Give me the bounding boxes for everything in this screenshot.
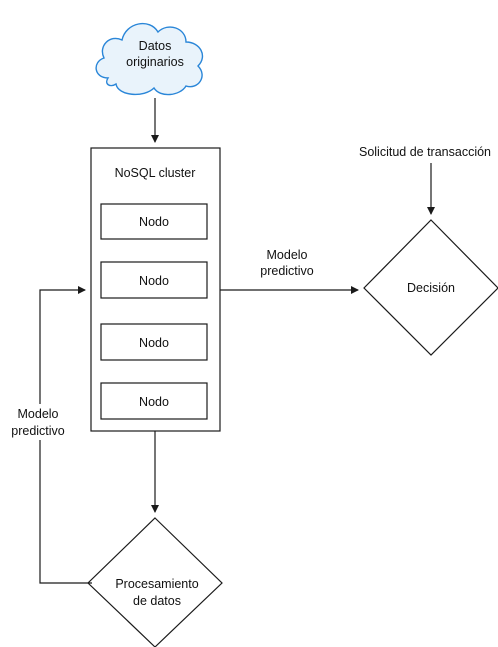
data-source-cloud: Datos originarios	[95, 22, 204, 96]
model-label-right-line2: predictivo	[260, 264, 314, 278]
model-label-left-line2: predictivo	[11, 424, 65, 438]
cloud-label-line2: originarios	[126, 55, 184, 69]
processing-shape	[87, 517, 223, 647]
node-box	[100, 382, 208, 420]
cloud-label-line1: Datos	[139, 39, 172, 53]
node-label: Nodo	[139, 215, 169, 229]
model-label-left-line1: Modelo	[18, 407, 59, 421]
node-label: Nodo	[139, 336, 169, 350]
node-box	[100, 323, 208, 361]
decision-diamond: Decisión	[363, 219, 498, 356]
model-label-right-line1: Modelo	[267, 248, 308, 262]
nosql-cluster: NoSQL cluster Nodo Nodo Nodo Nodo	[90, 147, 221, 432]
cluster-box	[90, 147, 221, 432]
processing-label-line2: de datos	[133, 594, 181, 608]
processing-diamond: Procesamiento de datos	[87, 517, 223, 647]
node-box	[100, 203, 208, 240]
feedback-label-bg	[5, 404, 75, 440]
node-label: Nodo	[139, 395, 169, 409]
processing-label-line1: Procesamiento	[115, 577, 198, 591]
node-label: Nodo	[139, 274, 169, 288]
decision-label: Decisión	[407, 281, 455, 295]
node-box	[100, 261, 208, 299]
cluster-title: NoSQL cluster	[115, 166, 196, 180]
decision-shape	[363, 219, 498, 356]
cloud-shape	[95, 22, 204, 96]
transaction-request-label: Solicitud de transacción	[359, 145, 491, 159]
